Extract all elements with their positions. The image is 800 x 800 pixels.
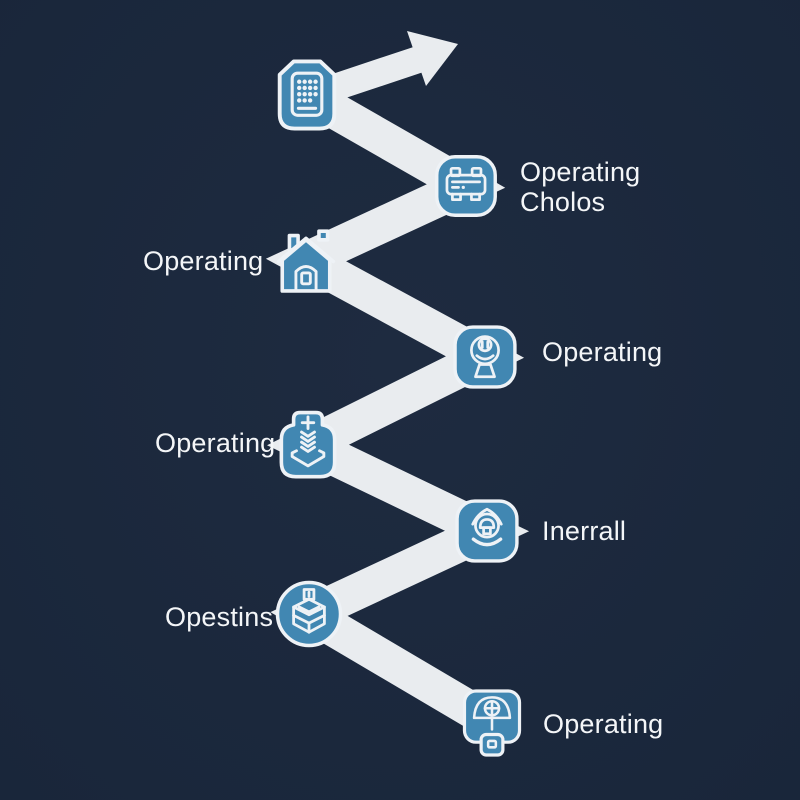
- step-node-6: [453, 497, 521, 565]
- webcam-icon: [453, 325, 517, 389]
- person-icon: [455, 499, 519, 563]
- keypad-badge-icon: [277, 59, 337, 131]
- step-label-3: Operating: [143, 246, 264, 276]
- package-box-icon: [275, 580, 343, 648]
- step-label-5: Operating: [155, 428, 276, 458]
- step-label-7: Opestins: [165, 602, 274, 632]
- step-label-8: Operating: [543, 709, 664, 739]
- step-label-2: Operating Cholos: [520, 157, 641, 217]
- step-node-3: [270, 224, 342, 296]
- step-node-2: [432, 152, 500, 220]
- step-node-1: [268, 56, 346, 134]
- house-icon: [276, 229, 336, 293]
- step-label-6: Inerrall: [542, 516, 627, 546]
- step-node-8: [460, 687, 524, 759]
- step-node-4: [451, 323, 519, 391]
- step-node-7: [274, 579, 344, 649]
- download-tray-icon: [279, 410, 337, 479]
- umbrella-tag-icon: [462, 689, 522, 757]
- machine-battery-icon: [435, 155, 497, 217]
- step-label-4: Operating: [542, 337, 663, 367]
- step-node-5: [272, 409, 344, 481]
